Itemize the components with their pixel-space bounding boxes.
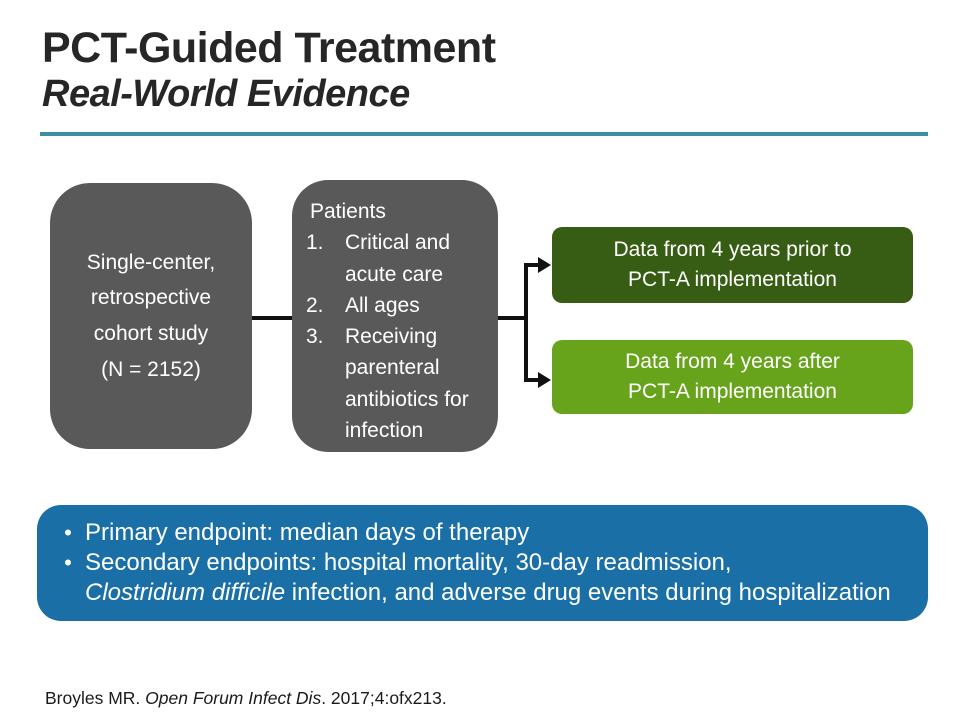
connector-bracket-arm-top	[524, 263, 540, 267]
bullet-icon	[51, 518, 85, 548]
prior-box-line: Data from 4 years prior to	[613, 237, 852, 261]
study-line: Single-center,	[86, 250, 216, 274]
prior-box-line: PCT-A implementation	[628, 268, 837, 291]
patients-list-item: 1. Critical and acute care	[304, 227, 492, 290]
list-text: All ages	[345, 293, 420, 317]
connector-bracket-arm-bottom	[524, 378, 540, 382]
page-title: PCT-Guided Treatment	[42, 24, 496, 72]
study-line: retrospective	[90, 286, 212, 310]
secondary-endpoints-part1: Secondary endpoints: hospital mortality,…	[85, 549, 732, 577]
list-number: 2.	[306, 293, 324, 317]
list-number: 3.	[306, 325, 324, 349]
secondary-endpoints-bullet: Secondary endpoints: hospital mortality,…	[51, 548, 908, 608]
citation: Broyles MR. Open Forum Infect Dis. 2017;…	[45, 688, 447, 709]
patients-list-item: 3. Receiving parenteral antibiotics for …	[304, 321, 492, 446]
study-line: (N = 2152)	[101, 357, 201, 381]
primary-endpoint-bullet: Primary endpoint: median days of therapy	[51, 518, 908, 548]
arrow-right-icon	[538, 257, 551, 273]
connector-bracket-vertical	[524, 263, 528, 382]
after-box-line: Data from 4 years after	[625, 349, 840, 373]
connector-bracket-stub	[498, 316, 528, 320]
patients-criteria-box: Patients 1. Critical and acute care 2. A…	[292, 180, 498, 452]
secondary-endpoints-italic: Clostridium difficile	[85, 579, 286, 607]
primary-endpoint-text: Primary endpoint: median days of therapy	[85, 519, 530, 546]
connector-study-to-patients	[252, 316, 292, 320]
endpoints-panel: Primary endpoint: median days of therapy…	[37, 505, 928, 621]
patients-heading: Patients	[310, 200, 386, 223]
bullet-icon	[51, 548, 85, 608]
after-box-line: PCT-A implementation	[628, 380, 837, 403]
arrow-right-icon	[538, 372, 551, 388]
secondary-endpoints-text: Secondary endpoints: hospital mortality,…	[85, 548, 908, 608]
secondary-endpoints-part2: infection, and adverse drug events durin…	[285, 579, 891, 607]
data-after-box: Data from 4 years after PCT-A implementa…	[552, 340, 913, 414]
study-design-box: Single-center, retrospective cohort stud…	[50, 183, 252, 449]
citation-authors: Broyles MR.	[45, 688, 146, 708]
title-block: PCT-Guided Treatment Real-World Evidence	[42, 24, 496, 117]
page-subtitle: Real-World Evidence	[42, 73, 410, 116]
list-text: Receiving parenteral antibiotics for inf…	[345, 325, 469, 442]
study-line: cohort study	[93, 322, 209, 345]
citation-rest: . 2017;4:ofx213.	[321, 688, 447, 708]
list-number: 1.	[306, 231, 324, 255]
patients-list-item: 2. All ages	[304, 290, 492, 321]
title-divider-rule	[40, 132, 928, 136]
citation-journal: Open Forum Infect Dis	[145, 688, 322, 708]
list-text: Critical and acute care	[345, 231, 451, 286]
data-prior-box: Data from 4 years prior to PCT-A impleme…	[552, 227, 913, 303]
